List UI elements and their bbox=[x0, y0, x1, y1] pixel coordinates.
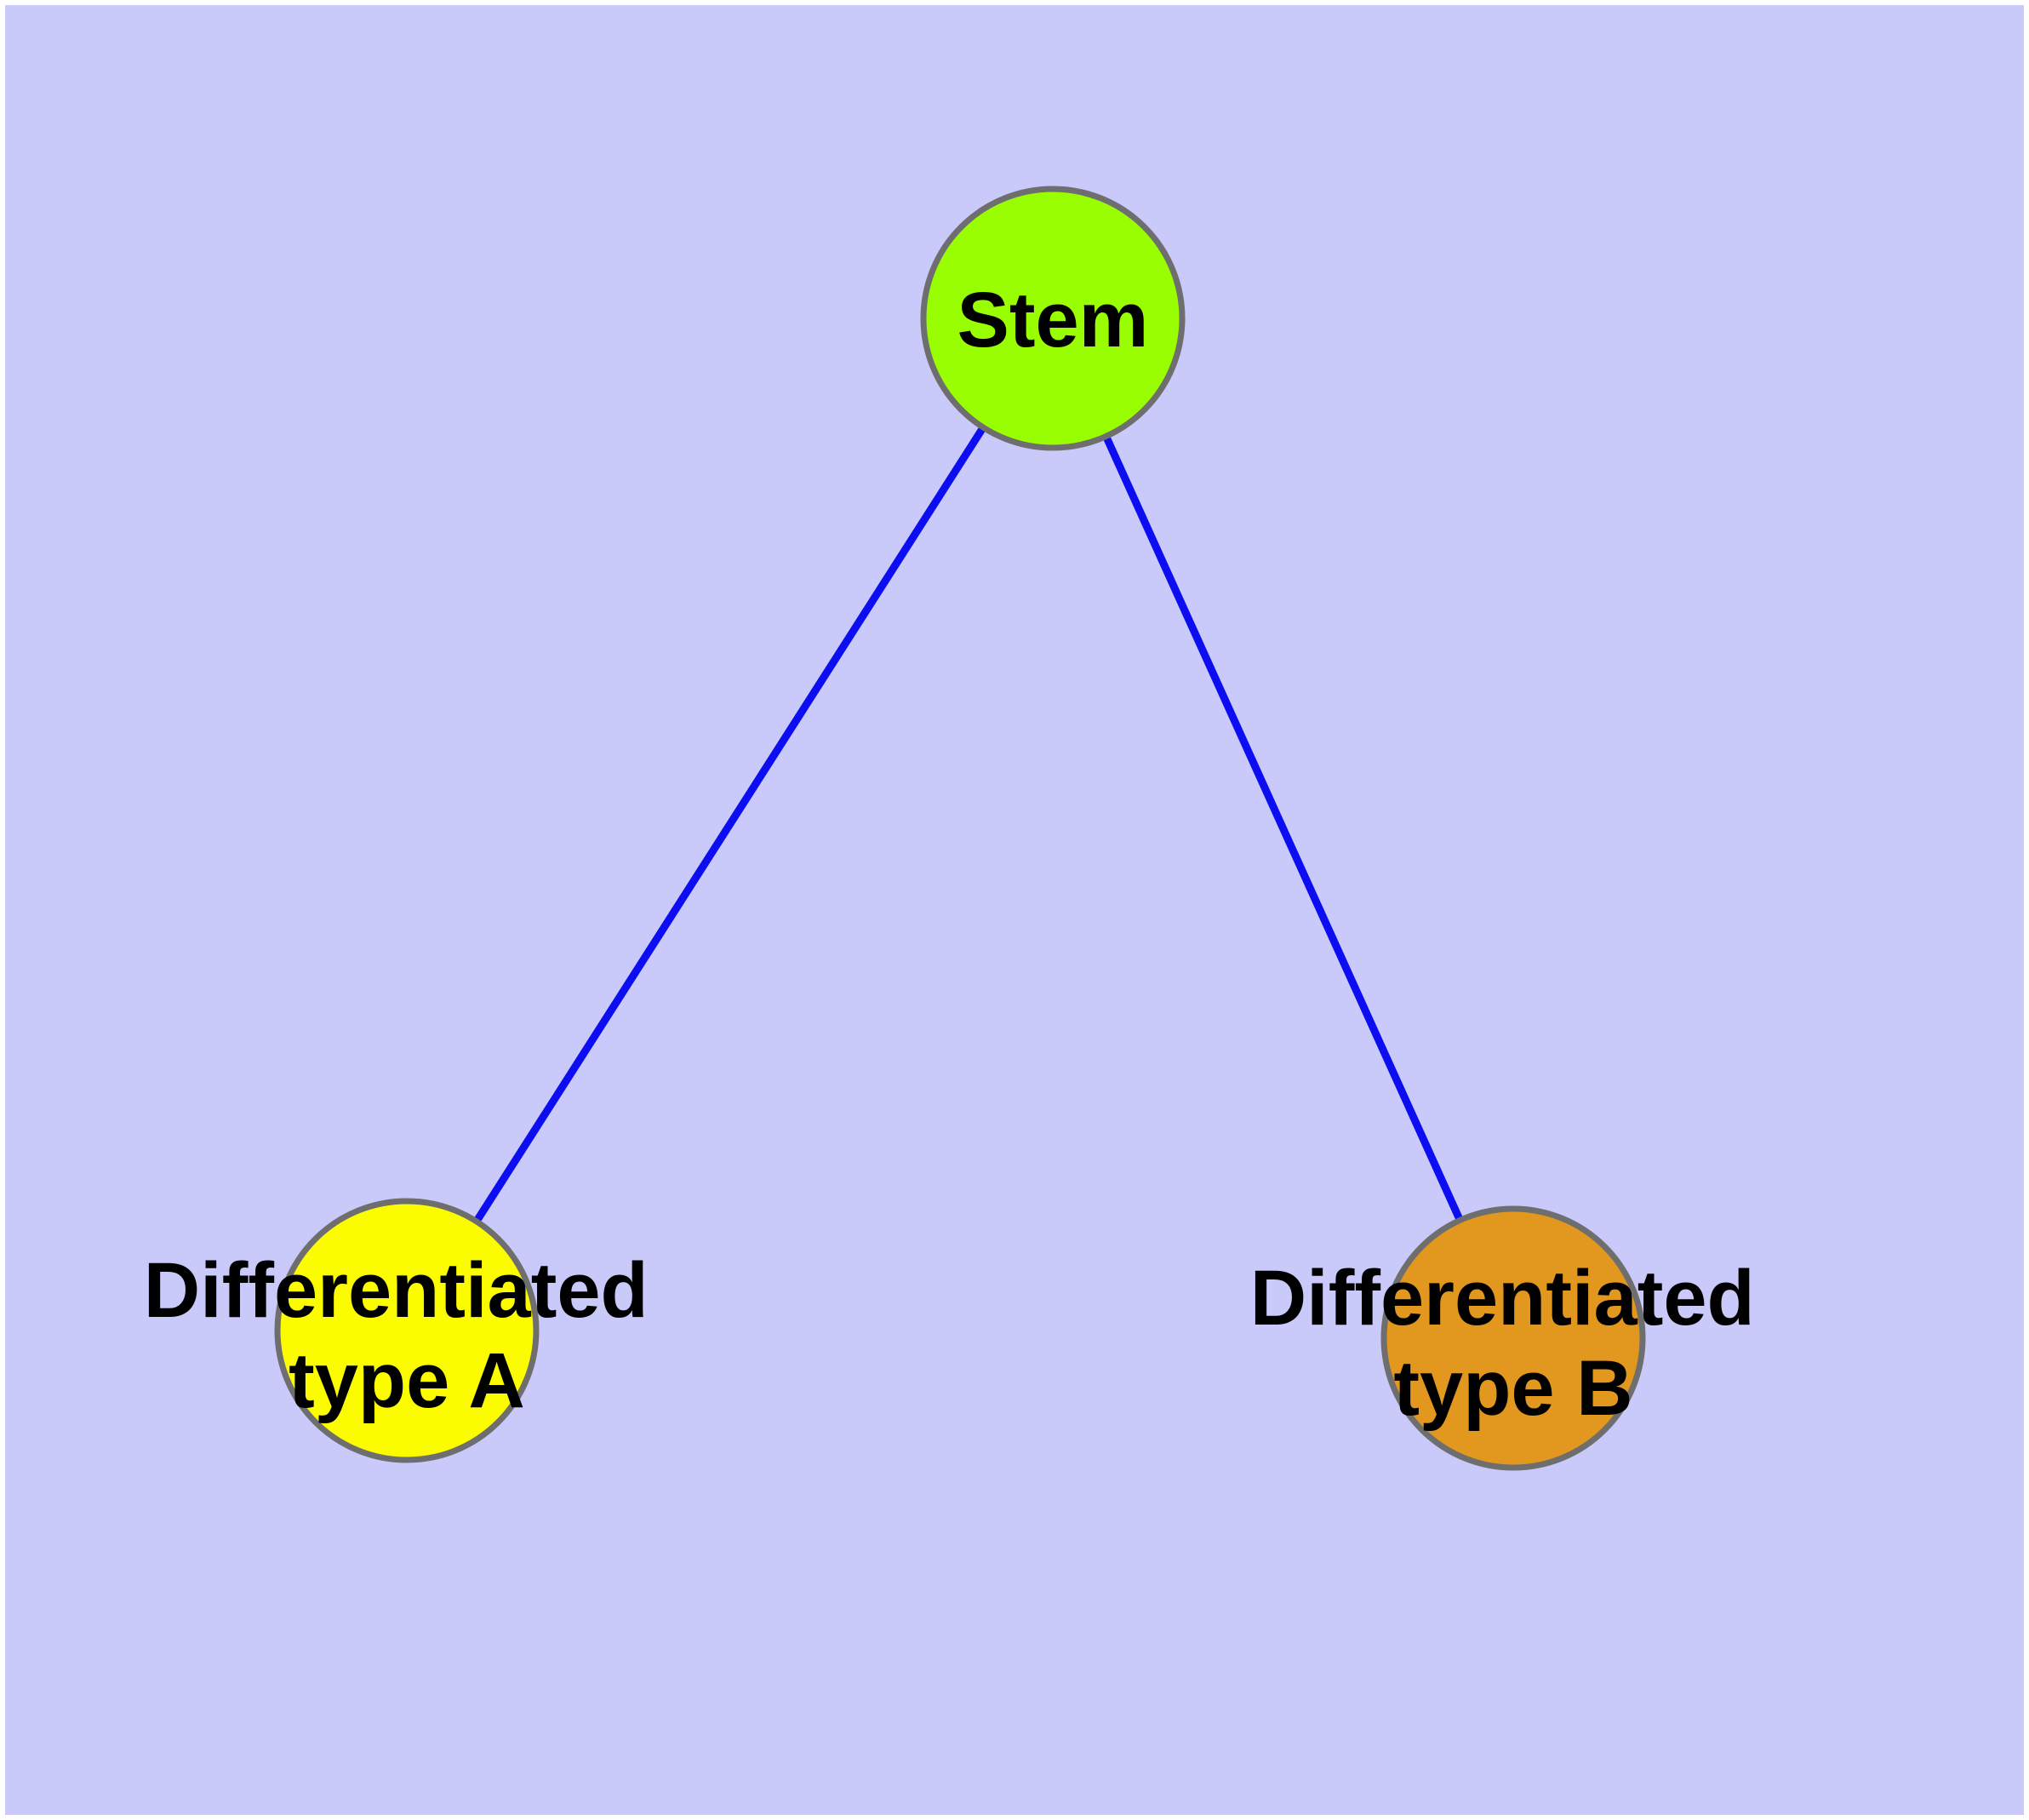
label-line: type B bbox=[1393, 1345, 1632, 1432]
node-type-b-label: Differentiated type B bbox=[1250, 1255, 1777, 1432]
label-line: Stem bbox=[957, 277, 1149, 363]
label-line: type A bbox=[289, 1337, 525, 1424]
node-type-a-label: Differentiated type A bbox=[144, 1247, 671, 1424]
node-stem-label: Stem bbox=[957, 277, 1149, 363]
edge-stem-to-type-b bbox=[1049, 317, 1517, 1340]
node-type-b-circle bbox=[1380, 1205, 1646, 1471]
label-line: Differentiated bbox=[1250, 1255, 1755, 1342]
node-stem-circle bbox=[920, 186, 1186, 451]
edge-stem-to-type-a bbox=[403, 316, 1056, 1333]
node-type-a-circle bbox=[274, 1198, 540, 1463]
label-line: Differentiated bbox=[144, 1247, 649, 1334]
